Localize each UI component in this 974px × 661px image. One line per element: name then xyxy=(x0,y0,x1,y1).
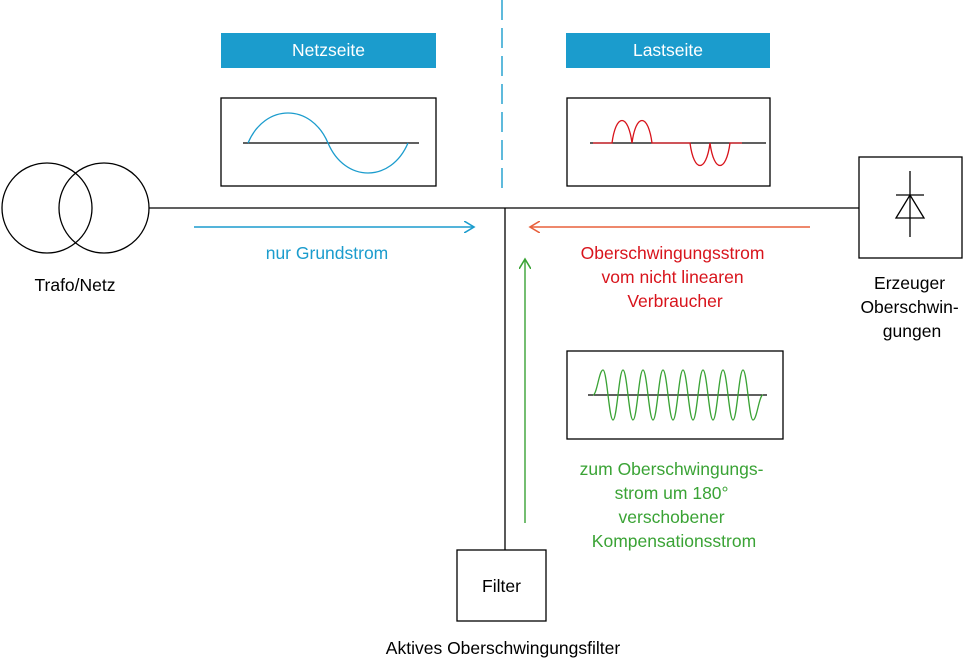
filter-caption: Aktives Oberschwingungsfilter xyxy=(386,638,621,658)
load-side-header: Lastseite xyxy=(633,40,703,60)
grid-side-header-bar xyxy=(221,33,436,68)
harmonic-generator-label: Erzeuger Oberschwin- gungen xyxy=(860,273,963,341)
diode-symbol-icon xyxy=(894,171,926,237)
fundamental-current-label: nur Grundstrom xyxy=(266,243,389,263)
harmonic-current-line-3: Verbraucher xyxy=(627,291,723,311)
load-waveform-box xyxy=(566,97,771,187)
filter-box-label: Filter xyxy=(482,576,521,596)
compensation-line-3: verschobener xyxy=(619,507,725,527)
generator-line-2: Oberschwin- xyxy=(860,297,958,317)
load-side-header-bar xyxy=(566,33,770,68)
compensation-line-4: Kompensationsstrom xyxy=(592,531,756,551)
compensation-current-label: zum Oberschwingungs- strom um 180° versc… xyxy=(580,459,769,551)
harmonic-current-line-2: vom nicht linearen xyxy=(602,267,744,287)
harmonic-current-line-1: Oberschwingungsstrom xyxy=(581,243,765,263)
grid-waveform-box xyxy=(220,97,437,187)
grid-sine-wave xyxy=(247,112,409,174)
compensation-harmonic-wave xyxy=(592,369,764,421)
grid-side-header: Netzseite xyxy=(292,40,365,60)
filter-box xyxy=(456,549,547,622)
generator-line-3: gungen xyxy=(883,321,941,341)
transformer-label: Trafo/Netz xyxy=(34,275,115,295)
compensation-line-2: strom um 180° xyxy=(615,483,729,503)
harmonic-current-label: Oberschwingungsstrom vom nicht linearen … xyxy=(581,243,770,311)
compensation-waveform-box xyxy=(566,350,784,440)
harmonic-generator-box xyxy=(858,156,963,259)
generator-line-1: Erzeuger xyxy=(874,273,945,293)
transformer-symbol-icon xyxy=(1,162,150,254)
load-distorted-wave xyxy=(593,120,742,166)
compensation-line-1: zum Oberschwingungs- xyxy=(580,459,764,479)
